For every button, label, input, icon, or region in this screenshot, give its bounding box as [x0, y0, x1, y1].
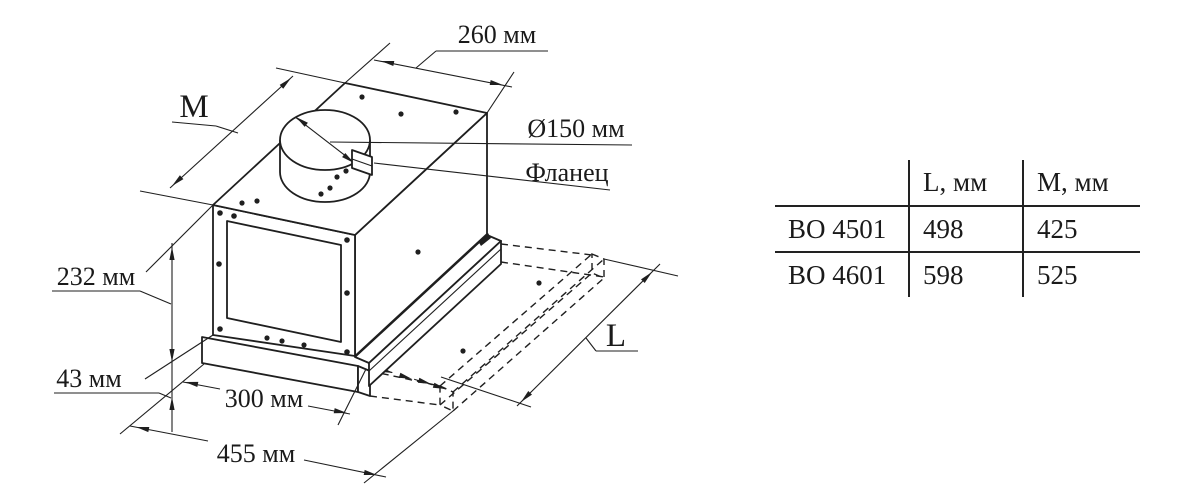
l-label: L — [606, 318, 626, 354]
dimension-length-l: L — [440, 258, 679, 408]
m-label: M — [179, 89, 208, 125]
dimension-heights: 232 мм 43 мм — [52, 204, 214, 435]
dimension-body-depth-300: 300 мм — [182, 368, 367, 426]
dimension-total-depth-455: 455 мм — [129, 410, 454, 484]
mounting-frame — [226, 220, 342, 343]
model-l-value: 598 — [909, 252, 1024, 297]
visor-height-label: 43 мм — [56, 364, 121, 393]
spec-header-l: L, мм — [909, 160, 1024, 207]
model-m-value: 525 — [1037, 259, 1078, 290]
spec-header-model — [775, 160, 910, 207]
model-name: BO 4601 — [775, 252, 910, 297]
body-height-label: 232 мм — [57, 262, 135, 291]
dimension-top-depth-260: 260 мм — [344, 20, 548, 114]
screw-dots — [216, 94, 542, 355]
top-depth-label: 260 мм — [458, 20, 536, 49]
flange-callout: Фланец — [373, 158, 611, 191]
flange-label: Фланец — [525, 158, 608, 187]
total-depth-label: 455 мм — [217, 439, 295, 468]
body-depth-label: 300 мм — [225, 384, 303, 413]
duct-outlet — [279, 109, 371, 203]
spec-table-row-bo4501: BO 4501 498 425 — [775, 206, 1140, 253]
duct-diameter-callout: Ø150 мм — [329, 114, 633, 146]
hood-technical-drawing: M 260 мм Ø150 мм Фланец — [52, 20, 679, 484]
duct-diameter-label: Ø150 мм — [527, 114, 624, 143]
spec-header-m: M, мм — [1023, 160, 1140, 207]
spec-table: L, мм M, мм BO 4501 498 425 BO 4601 598 … — [775, 160, 1140, 297]
model-l-value: 498 — [909, 206, 1024, 253]
dimension-width-m: M — [139, 67, 346, 206]
spec-table-header-row: L, мм M, мм — [775, 160, 1140, 207]
flange-tab — [318, 149, 373, 197]
model-name: BO 4501 — [775, 206, 910, 253]
extended-visor-dashed — [369, 243, 605, 413]
spec-table-row-bo4601: BO 4601 598 525 — [775, 252, 1140, 297]
model-m-value: 425 — [1023, 206, 1140, 253]
